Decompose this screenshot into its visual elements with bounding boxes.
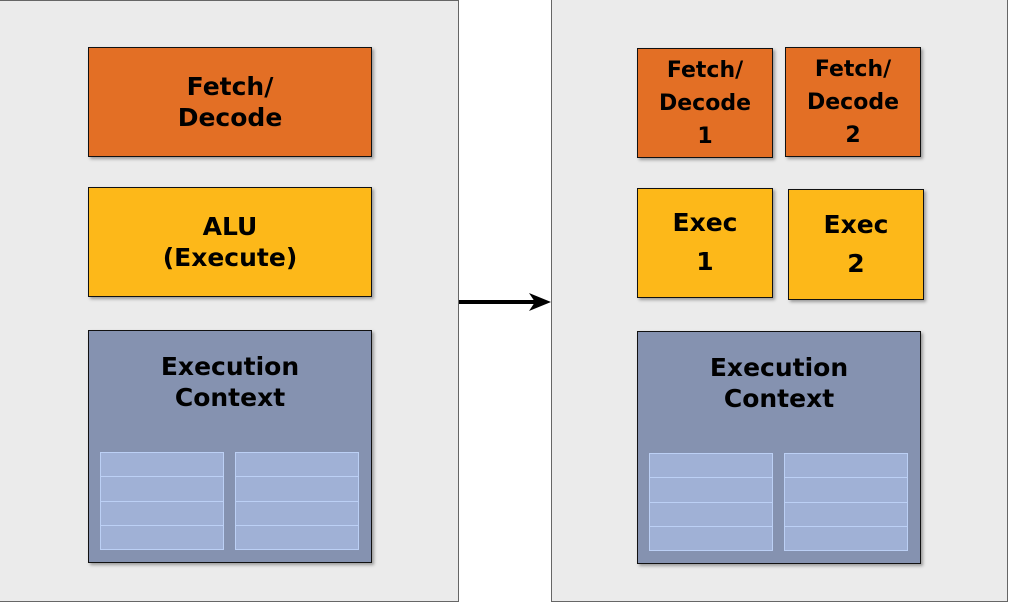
fetch-decode-1-label: Fetch/ Decode 1 <box>658 57 751 149</box>
arrow-icon <box>459 293 551 311</box>
execution-context-block: Execution Context <box>88 330 372 563</box>
fetch-decode-label: Fetch/ Decode <box>177 71 283 132</box>
fetch-decode-2-block: Fetch/ Decode 2 <box>785 47 921 157</box>
fetch-decode-2-label: Fetch/ Decode 2 <box>806 56 899 148</box>
alu-label: ALU (Execute) <box>162 211 298 272</box>
execution-context-label: Execution Context <box>160 352 300 413</box>
register-table <box>784 453 908 551</box>
exec-1-label: Exec 1 <box>672 208 738 276</box>
exec-2-block: Exec 2 <box>788 189 924 300</box>
exec-1-block: Exec 1 <box>637 188 773 298</box>
fetch-decode-1-block: Fetch/ Decode 1 <box>637 48 773 158</box>
register-table <box>649 453 773 551</box>
exec-2-label: Exec 2 <box>823 209 889 278</box>
register-table <box>100 452 224 550</box>
register-table <box>235 452 359 550</box>
fetch-decode-block: Fetch/ Decode <box>88 47 372 157</box>
alu-block: ALU (Execute) <box>88 187 372 297</box>
execution-context-label: Execution Context <box>709 353 849 414</box>
